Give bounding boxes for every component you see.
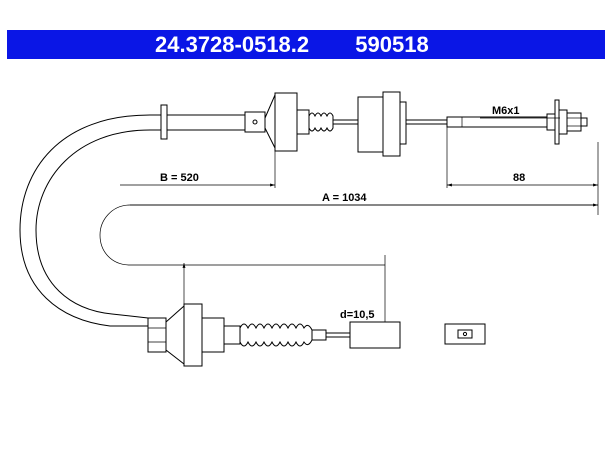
- diameter-dimension: d=10,5: [340, 309, 375, 321]
- header-bar: 24.3728-0518.2 590518: [7, 30, 605, 59]
- thread-dimension: M6x1: [480, 105, 560, 119]
- b-length-label: B = 520: [160, 172, 199, 184]
- end-eye-detail: [444, 323, 486, 345]
- thread-label: M6x1: [492, 105, 520, 117]
- reference-number: 590518: [355, 32, 429, 57]
- b-dimension: B = 520: [120, 150, 276, 188]
- a-length-label: A = 1034: [322, 192, 367, 204]
- lower-fitting: [147, 303, 401, 367]
- end-length-label: 88: [513, 172, 525, 184]
- inner-curve: [99, 204, 598, 266]
- end-length-dimension: 88: [446, 127, 599, 215]
- a-dimension: A = 1034: [130, 192, 598, 207]
- upper-fitting: [244, 91, 588, 157]
- part-number: 24.3728-0518.2: [155, 32, 310, 57]
- reference-lines: [182, 255, 386, 322]
- cable-sheath: [19, 104, 245, 327]
- diameter-label: d=10,5: [340, 309, 375, 321]
- sheath-clip: [160, 104, 168, 140]
